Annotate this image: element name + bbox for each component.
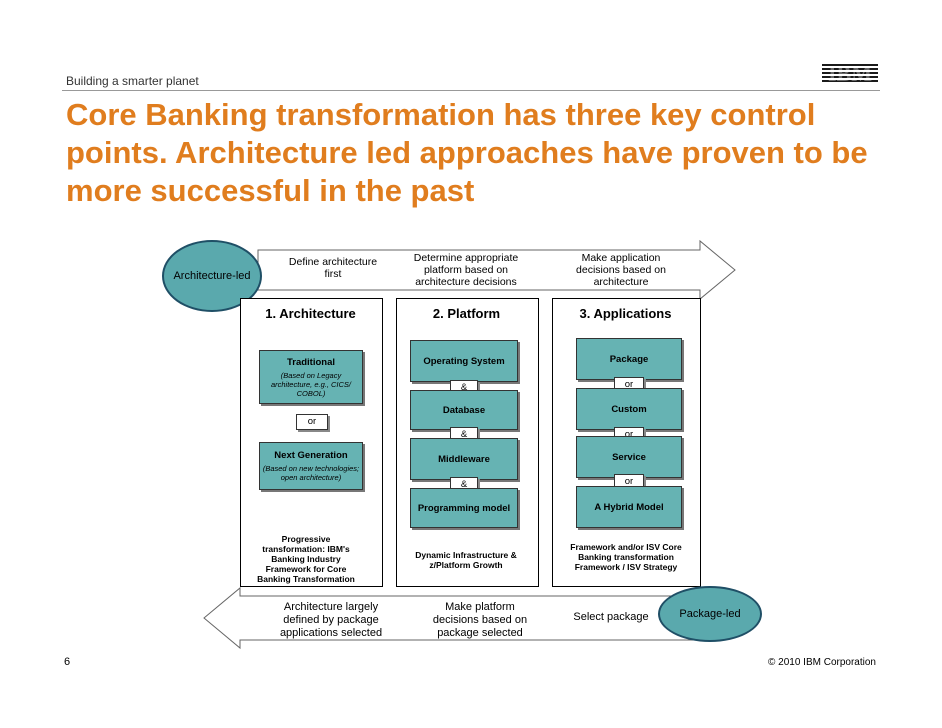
traditional-subtitle: (Based on Legacy architecture, e.g., CIC… bbox=[270, 370, 352, 398]
traditional-title: Traditional bbox=[286, 356, 336, 368]
hybrid-model-label: A Hybrid Model bbox=[594, 501, 664, 513]
top-step-3: Make application decisions based on arch… bbox=[576, 252, 666, 288]
copyright: © 2010 IBM Corporation bbox=[768, 657, 876, 668]
top-step-1: Define architecture first bbox=[288, 256, 378, 280]
custom-label: Custom bbox=[611, 403, 647, 415]
slide-title: Core Banking transformation has three ke… bbox=[66, 97, 868, 208]
header-rule bbox=[62, 90, 880, 91]
bottom-step-2: Make platform decisions based on package… bbox=[432, 601, 528, 639]
bottom-arrow-shape bbox=[203, 586, 723, 650]
footer-label-2: Dynamic Infrastructure & z/Platform Grow… bbox=[415, 550, 517, 570]
page-number: 6 bbox=[64, 656, 71, 668]
service-box: Service bbox=[576, 436, 682, 478]
middleware-label: Middleware bbox=[438, 453, 490, 465]
footer-label-1: Progressive transformation: IBM's Bankin… bbox=[257, 534, 355, 584]
next-generation-box: Next Generation (Based on new technologi… bbox=[259, 442, 363, 490]
package-box: Package bbox=[576, 338, 682, 380]
oval-label: Architecture-led bbox=[173, 270, 251, 282]
service-label: Service bbox=[612, 451, 646, 463]
top-arrow-shape bbox=[257, 239, 736, 301]
traditional-box: Traditional (Based on Legacy architectur… bbox=[259, 350, 363, 404]
programming-model-label: Programming model bbox=[417, 502, 511, 514]
package-led-oval: Package-led bbox=[658, 586, 762, 642]
operating-system-label: Operating System bbox=[423, 355, 505, 367]
heading-platform: 2. Platform bbox=[432, 306, 501, 321]
database-label: Database bbox=[442, 404, 486, 416]
heading-applications: 3. Applications bbox=[579, 306, 672, 321]
custom-box: Custom bbox=[576, 388, 682, 430]
ibm-logo: IBM bbox=[822, 62, 878, 86]
operating-system-box: Operating System bbox=[410, 340, 518, 382]
package-label: Package bbox=[609, 353, 649, 365]
footer-label-3: Framework and/or ISV Core Banking transf… bbox=[570, 542, 682, 572]
oval-label: Package-led bbox=[679, 608, 741, 620]
tagline: Building a smarter planet bbox=[66, 74, 199, 88]
next-generation-subtitle: (Based on new technologies; open archite… bbox=[262, 464, 360, 482]
bottom-step-1: Architecture largely defined by package … bbox=[279, 601, 383, 639]
svg-text:IBM: IBM bbox=[828, 62, 872, 86]
database-box: Database bbox=[410, 390, 518, 430]
programming-model-box: Programming model bbox=[410, 488, 518, 528]
hybrid-model-box: A Hybrid Model bbox=[576, 486, 682, 528]
middleware-box: Middleware bbox=[410, 438, 518, 480]
next-generation-title: Next Generation bbox=[274, 450, 348, 461]
architecture-led-oval: Architecture-led bbox=[162, 240, 262, 312]
or-connector: or bbox=[296, 414, 328, 430]
bottom-step-3: Select package bbox=[573, 611, 649, 623]
top-step-2: Determine appropriate platform based on … bbox=[413, 252, 519, 288]
heading-architecture: 1. Architecture bbox=[265, 306, 356, 321]
